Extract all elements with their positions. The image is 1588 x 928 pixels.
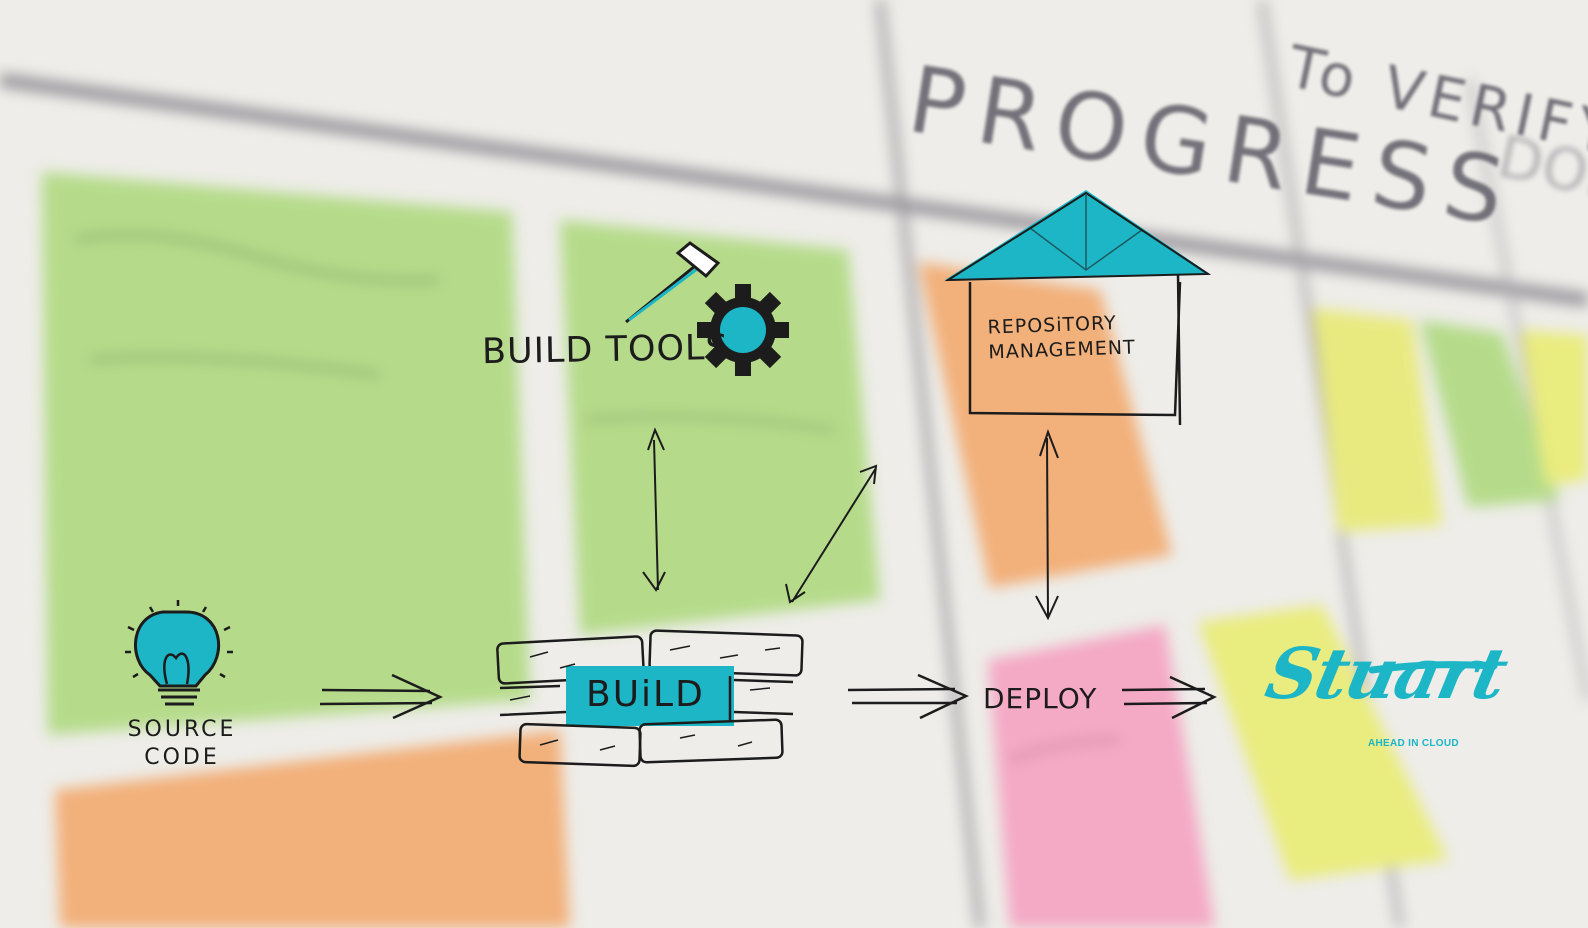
logo-swash-icon — [1368, 661, 1498, 674]
arrow-build-to-deploy — [847, 673, 970, 720]
brick-wall-icon — [496, 629, 804, 768]
source-code-line2: CODE — [144, 745, 220, 770]
arrow-source-to-build — [319, 673, 444, 720]
logo-name: Stuart — [1259, 632, 1514, 715]
hammer-icon — [625, 241, 721, 324]
lightbulb-icon — [125, 600, 233, 706]
arrow-repository-to-deploy — [1035, 429, 1059, 621]
repository-line2: MANAGEMENT — [988, 336, 1136, 364]
arrow-deploy-to-logo — [1121, 675, 1217, 720]
source-code-label: SOURCE CODE — [112, 716, 252, 772]
deploy-label: DEPLOY — [983, 682, 1098, 715]
arrow-build-tools-to-build — [642, 427, 666, 592]
gear-icon — [697, 284, 789, 376]
stuart-logo: Stuart AHEAD IN CLOUD — [1259, 632, 1513, 760]
repository-house-icon — [944, 190, 1212, 426]
build-label: BUiLD — [586, 674, 705, 715]
repository-management-label: REPOSiTORY MANAGEMENT — [987, 310, 1136, 365]
arrow-build-to-repository — [785, 464, 878, 604]
logo-tagline: AHEAD IN CLOUD — [1368, 738, 1459, 749]
source-code-line1: SOURCE — [127, 717, 237, 742]
build-tools-label: BUILD TOOLS — [481, 327, 730, 373]
